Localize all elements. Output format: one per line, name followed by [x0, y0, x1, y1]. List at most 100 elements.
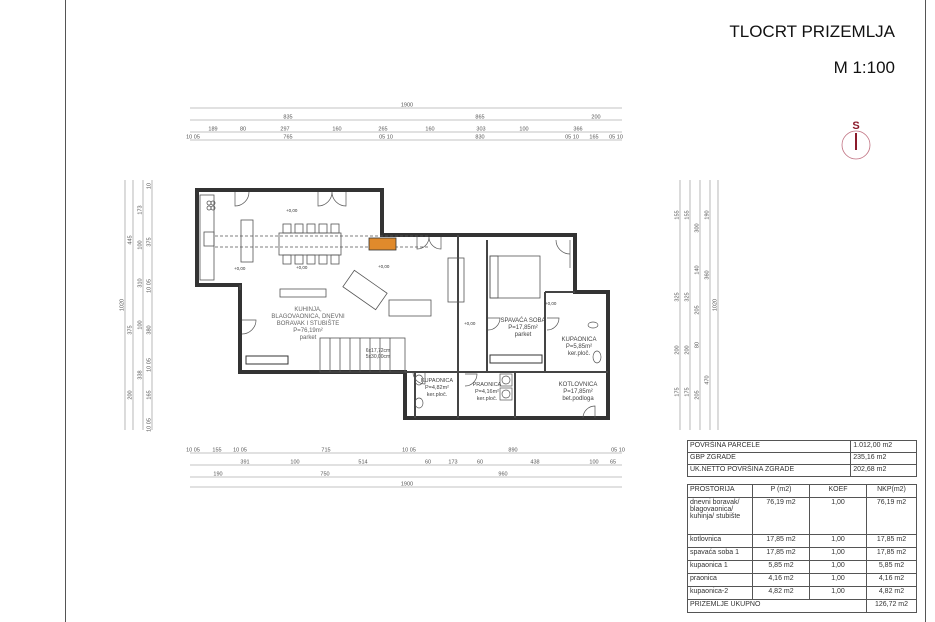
- level-mark: +0,00: [234, 266, 246, 271]
- table-cell: 5,85 m2: [752, 560, 810, 574]
- room-name: BORAVAK I STUBIŠTE: [277, 320, 339, 327]
- table-cell: dnevni boravak/ blagovaonica/ kuhinja/ s…: [687, 497, 753, 535]
- level-mark: +0,00: [464, 321, 476, 326]
- dimension-label: 190: [705, 210, 711, 219]
- living-furniture: [279, 255, 541, 317]
- dimension-label: 65: [610, 460, 616, 466]
- table-cell: 4,82 m2: [752, 586, 810, 600]
- dimension-label: 1900: [401, 103, 413, 109]
- dimension-label: 155: [675, 210, 681, 219]
- room-area: P=76,19m²: [293, 328, 323, 334]
- table-cell: 1,00: [809, 560, 867, 574]
- dimension-label: 10: [147, 183, 153, 189]
- dimension-label: 10 05: [186, 135, 200, 141]
- dimension-label: 60: [477, 460, 483, 466]
- dimension-label: 100: [138, 240, 144, 249]
- north-label: S: [852, 120, 859, 132]
- table-cell: 4,16 m2: [752, 573, 810, 587]
- room-floor: ker.ploč.: [568, 351, 591, 357]
- room-name: PRAONICA: [473, 382, 502, 388]
- dimension-label: 391: [240, 460, 249, 466]
- room-label-living: KUHINJA, BLAGOVAONICA, DNEVNI BORAVAK I …: [271, 307, 345, 341]
- room-area: P=4,16m²: [475, 389, 499, 395]
- table-cell: 17,85 m2: [866, 534, 917, 548]
- dimension-label: 765: [283, 135, 292, 141]
- table-cell: kupaonica-2: [687, 586, 753, 600]
- dimension-label: 438: [530, 460, 539, 466]
- room-floor: parket: [300, 335, 317, 341]
- dimension-label: 1020: [713, 299, 719, 311]
- table-row: dnevni boravak/ blagovaonica/ kuhinja/ s…: [687, 497, 917, 535]
- dimension-label: 303: [476, 127, 485, 133]
- dimension-label: 80: [240, 127, 246, 133]
- dimension-label: 100: [519, 127, 528, 133]
- drawing-frame-right: [925, 0, 926, 622]
- dimension-label: 190: [213, 472, 222, 478]
- room-floor: ker.ploč.: [477, 396, 498, 402]
- north-arrow-icon: S: [841, 120, 871, 160]
- header-cell: NKP(m2): [866, 484, 917, 498]
- dimension-label: 375: [128, 325, 134, 334]
- dimension-label: 830: [475, 135, 484, 141]
- dimension-label: 375: [147, 237, 153, 246]
- room-name: KUPAONICA: [562, 337, 597, 343]
- dimension-label: 338: [138, 370, 144, 379]
- dimension-label: 890: [508, 448, 517, 454]
- table-cell: 5,85 m2: [866, 560, 917, 574]
- dimension-label: 175: [685, 387, 691, 396]
- dimension-label: 140: [695, 265, 701, 274]
- dimension-label: 155: [685, 210, 691, 219]
- dimension-label: 173: [138, 205, 144, 214]
- dimension-label: 05 10: [609, 135, 623, 141]
- stairs-rise: 6x17,72cm: [366, 348, 390, 354]
- dimension-label: 160: [332, 127, 341, 133]
- dimension-label: 200: [675, 345, 681, 354]
- table-cell: 1,00: [809, 534, 867, 548]
- dimension-label: 10 05: [186, 448, 200, 454]
- dimension-label: 300: [695, 223, 701, 232]
- dimension-label: 175: [675, 387, 681, 396]
- room-area: P=5,85m²: [566, 344, 592, 350]
- table-cell: 1,00: [809, 586, 867, 600]
- table-cell: praonica: [687, 573, 753, 587]
- table-cell: 1,00: [809, 497, 867, 535]
- room-name: SPAVAĆA SOBA: [500, 317, 545, 324]
- room-label-bedroom: SPAVAĆA SOBA P=17,85m² parket: [500, 317, 545, 338]
- table-cell: 4,82 m2: [866, 586, 917, 600]
- dimension-label: 445: [128, 235, 134, 244]
- dimension-label: 10 05: [402, 448, 416, 454]
- cell-label: GBP ZGRADE: [686, 452, 852, 465]
- dimension-label: 325: [675, 292, 681, 301]
- table-cell: 4,16 m2: [866, 573, 917, 587]
- wardrobes: [245, 354, 543, 365]
- stairs-label: 6x17,72cm 5x30,00cm: [366, 348, 390, 360]
- dimension-label: 155: [212, 448, 221, 454]
- dimension-label: 60: [425, 460, 431, 466]
- room-label-boiler: KOTLOVNICA P=17,85m² bet.podloga: [559, 382, 598, 402]
- stairs-tread: 5x30,00cm: [366, 354, 390, 360]
- level-mark: +0,00: [378, 264, 390, 269]
- room-floor: bet.podloga: [562, 396, 594, 402]
- level-mark: +0,00: [545, 301, 557, 306]
- room-label-laundry: PRAONICA P=4,16m² ker.ploč.: [473, 382, 502, 402]
- cell-value: 202,68 m2: [850, 464, 917, 477]
- dimension-label: 205: [695, 305, 701, 314]
- dimension-label: 865: [475, 115, 484, 121]
- dimension-label: 05 10: [611, 448, 625, 454]
- sanitary-fixtures: [414, 321, 602, 409]
- kitchen-counter: [199, 194, 254, 281]
- total-row: PRIZEMLJE UKUPNO 126,72 m2: [687, 599, 917, 613]
- dimension-label: 200: [128, 390, 134, 399]
- dimension-label: 80: [695, 342, 701, 348]
- dimension-label: 297: [280, 127, 289, 133]
- header-cell: KOEF: [809, 484, 867, 498]
- table-cell: 1,00: [809, 547, 867, 561]
